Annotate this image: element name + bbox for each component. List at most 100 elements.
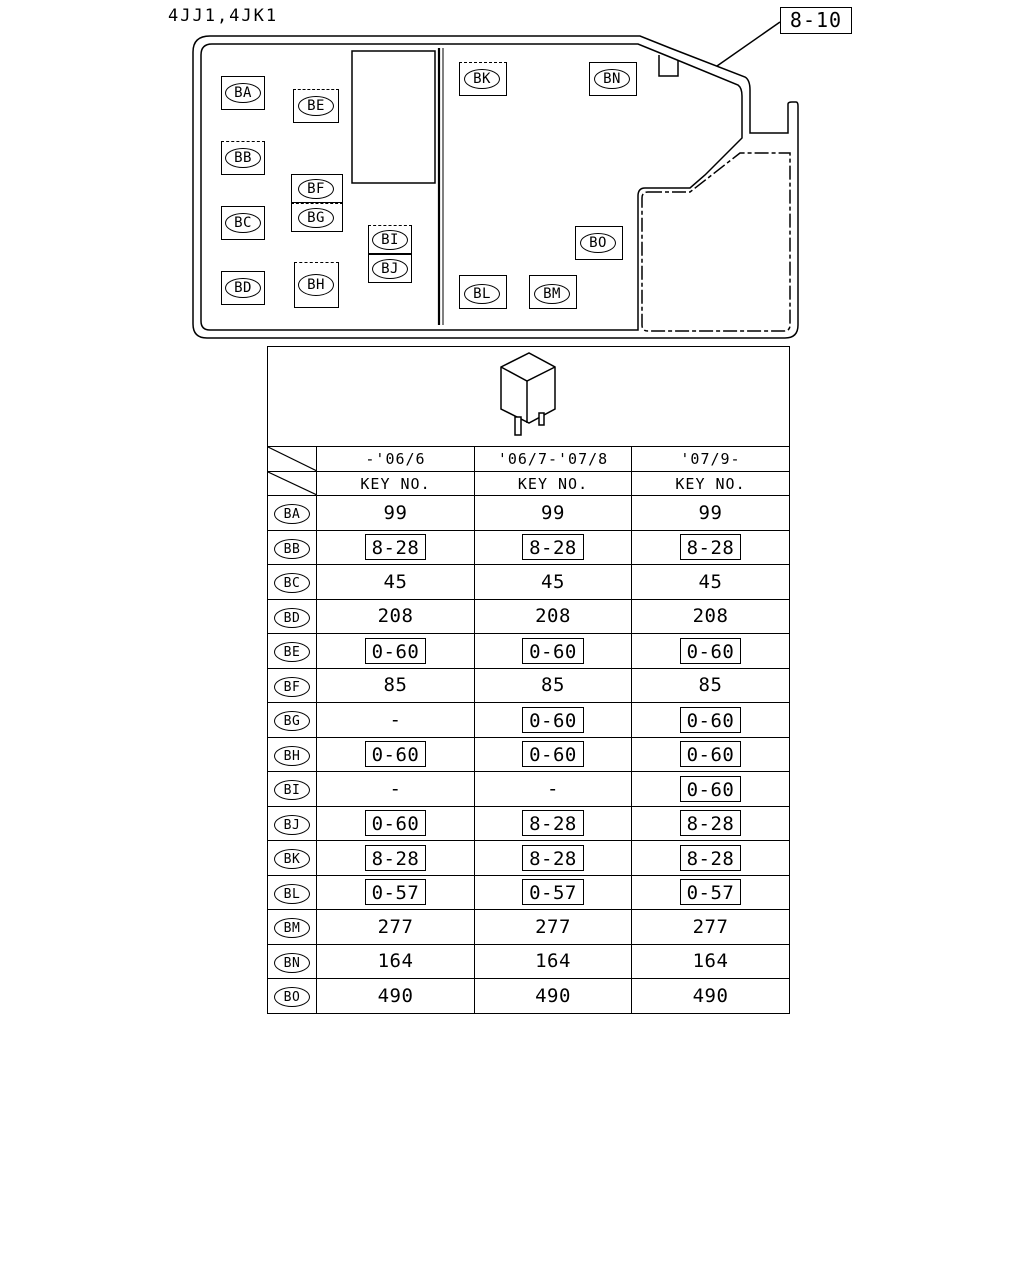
key-no-cell: 0-60: [474, 736, 632, 772]
location-code-cell: BE: [267, 633, 317, 669]
reference-key-no[interactable]: 8-28: [679, 810, 742, 837]
header-corner-cell: [267, 471, 317, 496]
location-code-cell: BF: [267, 667, 317, 703]
table-row: BK 8-28 8-28 8-28: [267, 840, 790, 876]
location-code-cell: BM: [267, 909, 317, 945]
reference-key-no[interactable]: 0-57: [679, 879, 742, 906]
key-no-value: 164: [377, 950, 414, 973]
location-label-bj: BJ: [372, 259, 408, 279]
location-code-cell: BG: [267, 702, 317, 738]
relay-icon: [499, 352, 556, 436]
relay-key-table: -'06/6'06/7-'07/8'07/9-KEY NO.KEY NO.KEY…: [267, 346, 790, 1014]
key-no-value: 490: [377, 984, 414, 1007]
table-row: BB 8-28 8-28 8-28: [267, 529, 790, 565]
key-no-cell: 8-28: [631, 840, 790, 876]
key-no-value: -: [389, 708, 402, 731]
location-code-cell: BJ: [267, 805, 317, 841]
key-no-cell: 164: [316, 943, 475, 979]
key-no-cell: 8-28: [474, 805, 632, 841]
table-row: BL 0-57 0-57 0-57: [267, 874, 790, 910]
period-header: '07/9-: [631, 446, 790, 472]
reference-key-no[interactable]: 0-60: [679, 706, 742, 733]
location-label-be: BE: [298, 96, 334, 116]
key-no-value: 45: [698, 570, 723, 593]
key-no-cell: 277: [316, 909, 475, 945]
location-code: BC: [274, 573, 310, 594]
table-row: BI--0-60: [267, 771, 790, 807]
key-no-cell: 8-28: [474, 840, 632, 876]
location-label-bh: BH: [298, 274, 334, 296]
location-code: BF: [274, 676, 310, 697]
reference-key-no[interactable]: 8-28: [364, 534, 427, 561]
key-no-value: 45: [541, 570, 565, 593]
location-code: BK: [274, 849, 310, 870]
reference-key-no[interactable]: 0-60: [364, 741, 427, 768]
key-no-cell: 0-57: [631, 874, 790, 910]
key-no-cell: 490: [474, 978, 632, 1014]
reference-key-no[interactable]: 8-28: [522, 534, 584, 561]
period-header: -'06/6: [316, 446, 475, 472]
table-row: BO 490 490 490: [267, 978, 790, 1014]
key-no-cell: 0-60: [316, 805, 475, 841]
reference-key-no[interactable]: 0-60: [679, 637, 742, 664]
location-code-cell: BH: [267, 736, 317, 772]
location-label-bg: BG: [298, 208, 334, 228]
location-code-cell: BB: [267, 529, 317, 565]
reference-key-no[interactable]: 8-28: [522, 810, 584, 837]
key-no-value: 277: [535, 915, 571, 938]
reference-key-no[interactable]: 0-57: [364, 879, 427, 906]
location-label-bk: BK: [464, 69, 500, 89]
location-label-bd: BD: [225, 278, 261, 298]
reference-key-no[interactable]: 0-60: [522, 741, 584, 768]
key-no-value: 208: [692, 605, 729, 628]
key-no-value: 99: [383, 501, 408, 524]
reference-key-no[interactable]: 0-60: [679, 775, 742, 802]
reference-key-no[interactable]: 0-60: [364, 810, 427, 837]
reference-key-no[interactable]: 0-60: [522, 706, 584, 733]
key-no-value: -: [547, 777, 559, 800]
key-no-cell: 164: [474, 943, 632, 979]
key-no-value: 99: [698, 501, 723, 524]
engine-label: 4JJ1,4JK1: [168, 6, 279, 26]
table-row: BH 0-60 0-60 0-60: [267, 736, 790, 772]
key-no-header: KEY NO.: [474, 471, 632, 496]
location-code: BL: [274, 883, 310, 904]
reference-key-no[interactable]: 0-57: [522, 879, 584, 906]
key-no-cell: 8-28: [474, 529, 632, 565]
key-no-value: 99: [541, 501, 565, 524]
key-no-cell: -: [316, 702, 475, 738]
reference-key-no[interactable]: 0-60: [522, 637, 584, 664]
location-code-cell: BO: [267, 978, 317, 1014]
key-no-value: 85: [541, 674, 565, 697]
reference-key-no[interactable]: 8-28: [522, 844, 584, 871]
location-code-cell: BD: [267, 598, 317, 634]
key-no-value: 490: [692, 984, 729, 1007]
key-no-cell: 208: [474, 598, 632, 634]
reference-key-no[interactable]: 8-28: [679, 844, 742, 871]
reference-key-no[interactable]: 0-60: [679, 741, 742, 768]
reference-number[interactable]: 8-10: [780, 7, 852, 34]
table-row: BG - 0-60 0-60: [267, 702, 790, 738]
key-no-cell: 277: [631, 909, 790, 945]
key-no-cell: 164: [631, 943, 790, 979]
location-code: BA: [274, 504, 310, 525]
key-no-cell: 0-60: [474, 633, 632, 669]
key-no-cell: 0-57: [474, 874, 632, 910]
location-code-cell: BC: [267, 564, 317, 600]
table-row: BJ 0-60 8-28 8-28: [267, 805, 790, 841]
key-no-cell: 85: [316, 667, 475, 703]
location-code: BH: [274, 745, 310, 766]
key-no-cell: -: [474, 771, 632, 807]
location-label-bc: BC: [225, 213, 261, 233]
key-no-cell: 0-60: [316, 633, 475, 669]
reference-key-no[interactable]: 8-28: [679, 534, 742, 561]
location-code: BD: [274, 607, 310, 628]
key-no-cell: 0-60: [631, 702, 790, 738]
reference-key-no[interactable]: 8-28: [364, 844, 427, 871]
key-no-cell: 0-60: [631, 633, 790, 669]
key-no-cell: 85: [631, 667, 790, 703]
key-no-cell: 490: [631, 978, 790, 1014]
reference-key-no[interactable]: 0-60: [364, 637, 427, 664]
